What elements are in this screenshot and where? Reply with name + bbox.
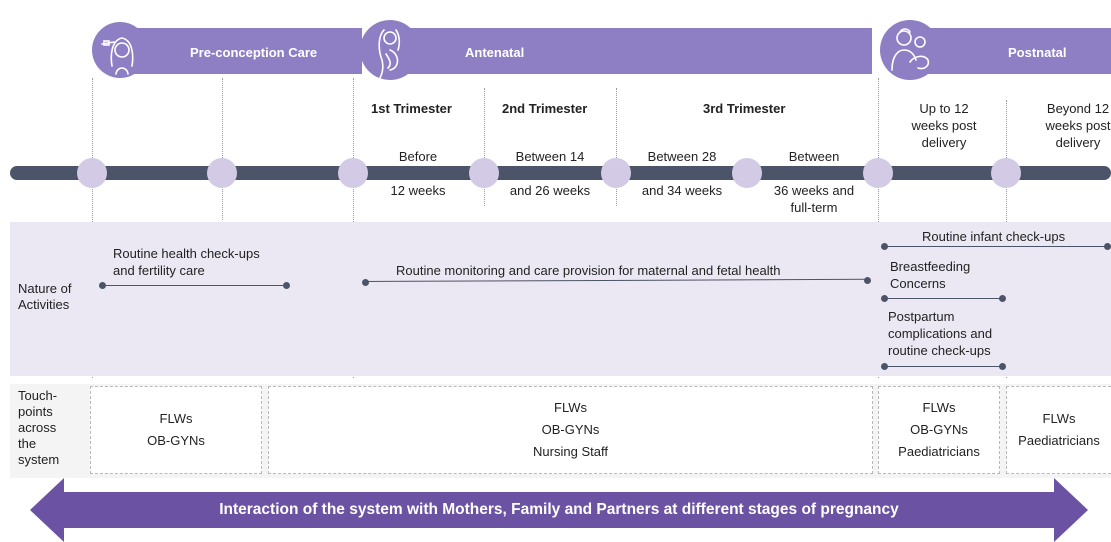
timeline-node-1	[77, 158, 107, 188]
touchpoint-item: OB-GYNs	[541, 422, 600, 437]
timeline-node-6	[732, 158, 762, 188]
touchpoint-item: Paediatricians	[898, 444, 980, 459]
label-before: Before	[398, 149, 438, 164]
label-between-14: Between 14	[515, 149, 585, 164]
activity-routine-health-line1: Routine health check-ups	[113, 246, 260, 261]
guide-line-5	[616, 88, 617, 206]
row-label-nature-line2: Activities	[18, 297, 70, 312]
postnatal-period-beyond-12-line3: delivery	[1055, 135, 1101, 150]
pregnant-woman-icon	[360, 20, 420, 80]
trimester-3-label: 3rd Trimester	[703, 101, 786, 116]
activity-line-infant	[885, 246, 1111, 247]
label-26-weeks: and 26 weeks	[509, 183, 591, 198]
timeline-bar	[10, 166, 1111, 180]
activity-routine-health-line2: and fertility care	[113, 263, 205, 278]
activity-dot	[881, 295, 888, 302]
activity-dot	[864, 277, 871, 284]
activity-postpartum-line1: Postpartum	[888, 309, 955, 324]
phase-band-antenatal	[392, 28, 872, 74]
label-12-weeks: 12 weeks	[390, 183, 446, 198]
activity-infant-checkups: Routine infant check-ups	[922, 229, 1066, 244]
touchpoint-box-postnatal-12: FLWs OB-GYNs Paediatricians	[878, 386, 1000, 474]
label-36-weeks-line2: full-term	[790, 200, 838, 215]
activity-line-preconception	[103, 285, 287, 286]
timeline-node-4	[469, 158, 499, 188]
phase-label-antenatal: Antenatal	[465, 45, 525, 60]
phase-band-preconception	[118, 28, 362, 74]
mother-baby-icon	[880, 20, 940, 80]
touchpoint-item: Nursing Staff	[533, 444, 608, 459]
trimester-1-label: 1st Trimester	[371, 101, 452, 116]
postnatal-period-up-to-12-line3: delivery	[921, 135, 967, 150]
guide-line-2	[222, 78, 223, 220]
activity-line-postpartum	[885, 366, 1003, 367]
nature-of-activities-band	[10, 222, 1111, 376]
arrow-caption: Interaction of the system with Mothers, …	[219, 501, 899, 518]
row-label-touchpoints: Touch- points across the system	[18, 388, 59, 468]
row-label-touchpoints-line1: Touch-	[18, 388, 58, 403]
arrow-head-left-icon	[30, 478, 64, 542]
activity-postpartum-line3: routine check-ups	[888, 343, 991, 358]
activity-routine-monitoring: Routine monitoring and care provision fo…	[396, 263, 781, 278]
guide-line-4	[484, 88, 485, 206]
label-36-weeks: 36 weeks and full-term	[764, 182, 864, 216]
touchpoint-item: FLWs	[922, 400, 956, 415]
label-34-weeks: and 34 weeks	[641, 183, 723, 198]
touchpoint-item: Paediatricians	[1018, 433, 1100, 448]
activity-dot	[881, 243, 888, 250]
label-36-weeks-line1: 36 weeks and	[773, 183, 855, 198]
touchpoint-item: OB-GYNs	[910, 422, 968, 437]
touchpoint-box-antenatal: FLWs OB-GYNs Nursing Staff	[268, 386, 873, 474]
postnatal-period-up-to-12: Up to 12 weeks post delivery	[896, 100, 992, 151]
touchpoint-item: OB-GYNs	[147, 433, 205, 448]
phase-label-postnatal: Postnatal	[1008, 45, 1067, 60]
timeline-node-3	[338, 158, 368, 188]
row-label-nature: Nature of Activities	[18, 281, 71, 313]
row-label-touchpoints-line5: system	[18, 452, 60, 467]
touchpoint-item: FLWs	[1042, 411, 1076, 426]
activity-breastfeeding: Breastfeeding Concerns	[890, 258, 970, 292]
activity-breastfeeding-line1: Breastfeeding	[890, 259, 971, 274]
activity-postpartum: Postpartum complications and routine che…	[888, 308, 992, 359]
timeline-node-5	[601, 158, 631, 188]
activity-dot	[999, 295, 1006, 302]
postnatal-period-up-to-12-line2: weeks post	[911, 118, 977, 133]
row-label-nature-line1: Nature of	[18, 281, 72, 296]
label-between: Between	[788, 149, 840, 164]
activity-postpartum-line2: complications and	[888, 326, 993, 341]
postnatal-period-beyond-12-line2: weeks post	[1045, 118, 1111, 133]
activity-dot	[362, 279, 369, 286]
timeline-node-7	[863, 158, 893, 188]
touchpoint-box-beyond-12: FLWs Paediatricians	[1006, 386, 1111, 474]
arrow-body	[62, 492, 1056, 528]
row-label-touchpoints-line4: the	[18, 436, 37, 451]
label-between-28: Between 28	[647, 149, 717, 164]
timeline-node-8	[991, 158, 1021, 188]
touchpoint-item: FLWs	[159, 411, 193, 426]
activity-line-breastfeeding	[885, 298, 1003, 299]
touchpoint-item: FLWs	[554, 400, 587, 415]
trimester-2-label: 2nd Trimester	[502, 101, 588, 116]
phase-label-preconception: Pre-conception Care	[190, 45, 318, 60]
activity-dot	[1104, 243, 1111, 250]
row-label-touchpoints-line2: points	[18, 404, 53, 419]
activity-routine-health: Routine health check-ups and fertility c…	[113, 245, 260, 279]
activity-breastfeeding-line2: Concerns	[890, 276, 946, 291]
activity-dot	[283, 282, 290, 289]
activity-dot	[99, 282, 106, 289]
postnatal-period-beyond-12-line1: Beyond 12	[1046, 101, 1110, 116]
arrow-head-right-icon	[1054, 478, 1088, 542]
woman-thermometer-icon	[92, 22, 148, 78]
timeline-node-2	[207, 158, 237, 188]
postnatal-period-up-to-12-line1: Up to 12	[919, 101, 969, 116]
postnatal-period-beyond-12: Beyond 12 weeks post delivery	[1030, 100, 1111, 151]
activity-dot	[999, 363, 1006, 370]
activity-dot	[881, 363, 888, 370]
touchpoint-box-preconception: FLWs OB-GYNs	[90, 386, 262, 474]
row-label-touchpoints-line3: across	[18, 420, 57, 435]
